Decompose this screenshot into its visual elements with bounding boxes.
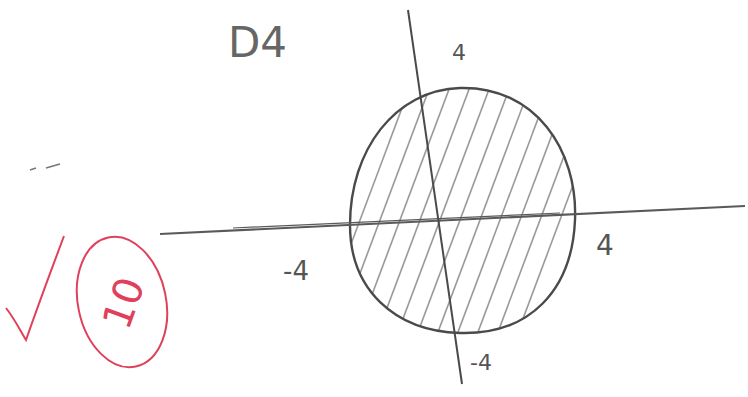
axis-value: -4 — [283, 258, 309, 284]
y-axis — [408, 10, 462, 384]
axis-value: 4 — [452, 42, 466, 64]
axis-value: -4 — [470, 352, 492, 374]
pencil-mark — [30, 164, 60, 170]
region-name: D4 — [228, 22, 287, 64]
circle-boundary — [350, 88, 575, 333]
x-axis — [160, 206, 745, 234]
x-axis-stroke — [233, 213, 560, 228]
grade-circle — [65, 228, 179, 375]
check-mark — [6, 236, 64, 340]
axis-value: 4 — [596, 232, 614, 260]
grade-number: 10 — [96, 272, 151, 334]
